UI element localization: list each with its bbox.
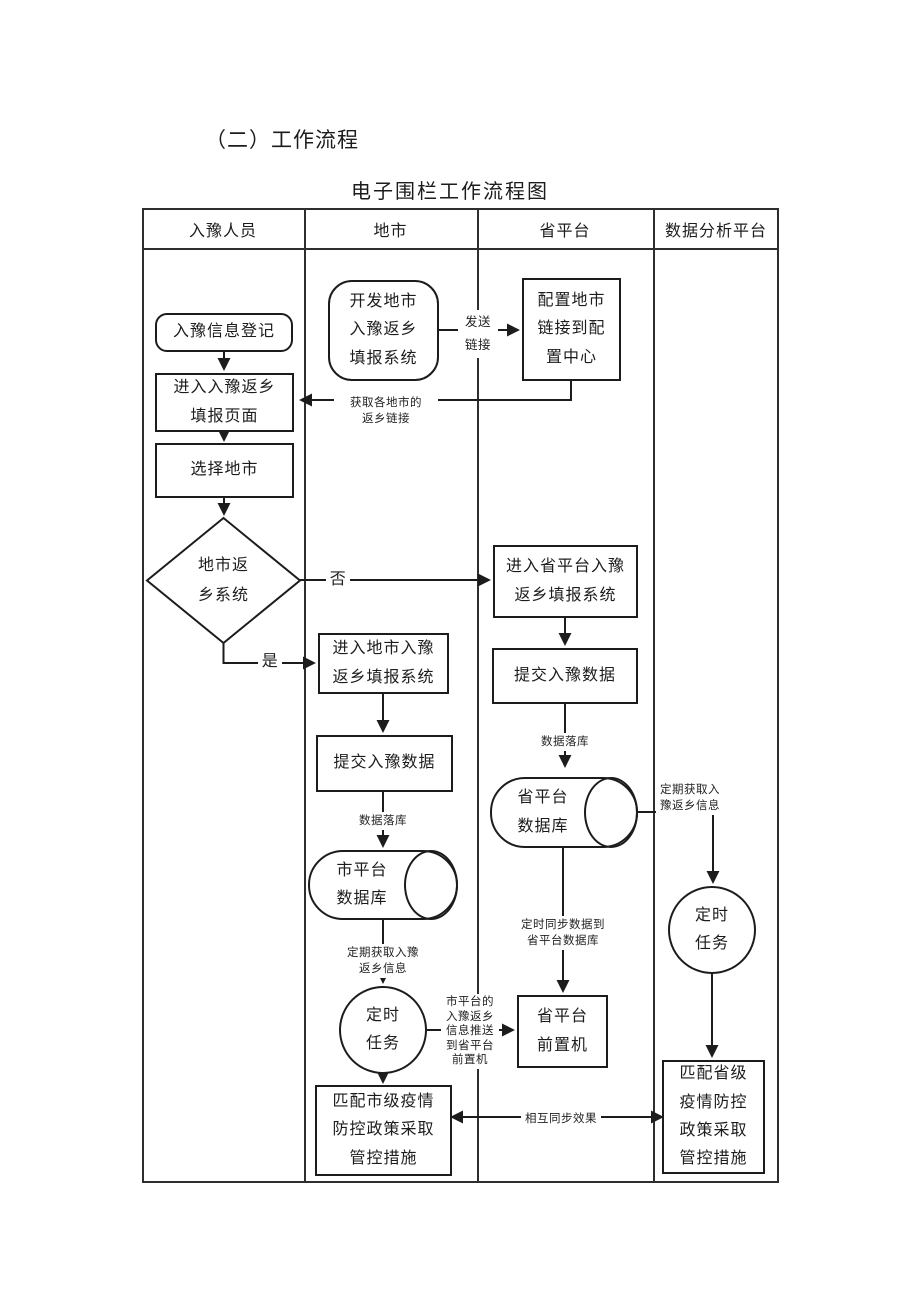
label-city-data-store: 数据落库: [354, 812, 412, 831]
lane-divider-1: [304, 208, 306, 1183]
lane-header-analysis: 数据分析平台: [664, 222, 767, 240]
lane-divider-2: [477, 208, 479, 1183]
header-separator: [142, 248, 779, 250]
prov-database-label: 省平台 数据库: [517, 789, 569, 835]
label-send-link: 发送 链接: [458, 310, 498, 359]
lane-header-city: 地市: [373, 222, 408, 240]
label-push-to-front: 市平台的 入豫返乡 信息推送 到省平台 前置机: [441, 994, 499, 1069]
node-city-policy: 匹配市级疫情 防控政策采取 管控措施: [315, 1085, 452, 1176]
label-prov-sync: 定时同步数据到 省平台数据库: [514, 916, 612, 951]
section-heading: （二）工作流程: [205, 128, 359, 152]
node-register-info: 入豫信息登记: [155, 313, 293, 352]
edge-decision-yes: [222, 643, 316, 670]
swimlane-frame: [142, 208, 779, 1183]
city-database-cap: [404, 850, 458, 920]
node-enter-city-system: 进入地市入豫 返乡填报系统: [318, 633, 449, 694]
node-submit-city-data: 提交入豫数据: [316, 735, 453, 792]
node-prov-timer-task: 定时 任务: [668, 886, 756, 974]
label-city-fetch: 定期获取入豫 返乡信息: [333, 944, 433, 979]
lane-divider-3: [653, 208, 655, 1183]
node-prov-policy: 匹配省级 疫情防控 政策采取 管控措施: [662, 1060, 765, 1174]
node-submit-prov-data: 提交入豫数据: [492, 648, 638, 704]
node-select-city: 选择地市: [155, 443, 294, 498]
label-no: 否: [326, 569, 350, 591]
label-get-links: 获取各地市的 返乡链接: [334, 394, 438, 429]
node-config-center: 配置地市 链接到配 置中心: [522, 278, 621, 381]
lane-header-province: 省平台: [539, 222, 591, 240]
city-database-label: 市平台 数据库: [336, 861, 388, 907]
label-yes: 是: [258, 651, 282, 673]
node-city-timer-task: 定时 任务: [339, 986, 427, 1074]
lane-header-person: 入豫人员: [188, 222, 257, 240]
node-enter-prov-system: 进入省平台入豫 返乡填报系统: [493, 545, 638, 618]
label-prov-fetch: 定期获取入 豫返乡信息: [656, 781, 724, 816]
label-prov-data-store: 数据落库: [536, 733, 594, 752]
node-develop-city-system: 开发地市 入豫返乡 填报系统: [328, 280, 439, 381]
label-mutual-sync: 相互同步效果: [521, 1110, 601, 1129]
diagram-title: 电子围栏工作流程图: [351, 181, 549, 203]
node-enter-fill-page: 进入入豫返乡 填报页面: [155, 373, 294, 432]
decision-diamond: [145, 516, 302, 645]
node-prov-front-machine: 省平台 前置机: [517, 995, 608, 1068]
prov-database-cap: [584, 777, 638, 848]
node-decision-city-system: 地市返 乡系统: [197, 557, 249, 604]
edge-provdb-to-provtimer: [638, 811, 720, 884]
